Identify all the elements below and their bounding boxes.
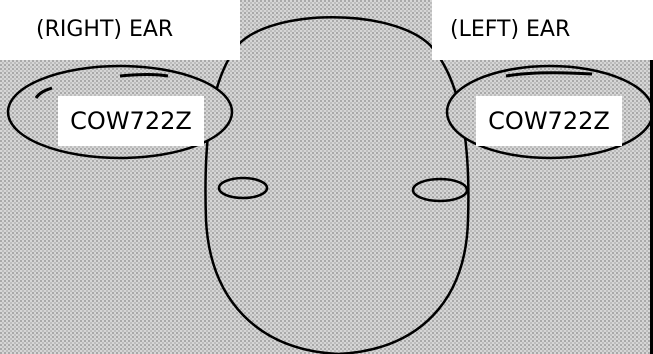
right-ear-marking-top: [119, 73, 169, 78]
right-eye: [217, 176, 269, 200]
left-eye: [411, 177, 469, 203]
right-ear-title: (RIGHT) EAR: [0, 0, 240, 60]
left-ear-marking: [505, 71, 593, 78]
right-ear-marking: [34, 86, 53, 99]
right-ear-tag-label: COW722Z: [58, 96, 204, 146]
left-ear-title: (LEFT) EAR: [432, 0, 653, 60]
left-ear-tag-label: COW722Z: [476, 96, 622, 146]
right-edge-border: [650, 0, 653, 354]
head-outline: [204, 16, 470, 354]
